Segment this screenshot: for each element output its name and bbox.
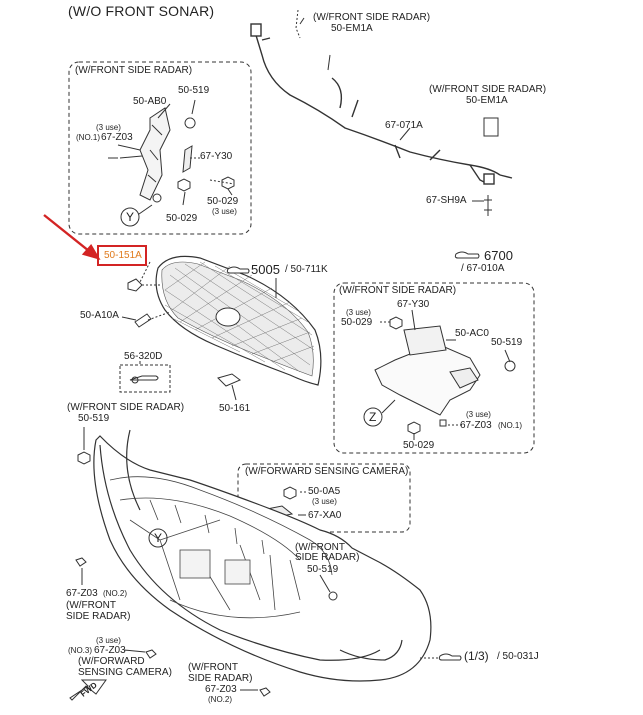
tag-no2-left: (NO.2)	[103, 589, 127, 598]
part-50-029-tl[interactable]: 50-029	[166, 213, 198, 224]
tag-no1-tl: (NO.1)	[76, 133, 100, 142]
bumper-cond-bottom-1: (W/FRONT	[188, 662, 238, 673]
bumper-cond-mid-1: (W/FRONT	[295, 542, 345, 553]
part-67-z03-bottom[interactable]: 67-Z03	[205, 684, 237, 695]
ref-67-010a[interactable]: / 67-010A	[461, 263, 505, 274]
radar-bracket-tl	[108, 107, 235, 203]
em1a-module	[483, 117, 499, 137]
bumper-cond-left: (W/FRONT SIDE RADAR)	[67, 402, 185, 413]
part-50-161[interactable]: 50-161	[219, 403, 251, 414]
front-bumper	[93, 429, 432, 682]
part-50-029-tl-right[interactable]: 50-029	[207, 196, 239, 207]
qty-3use-tl: (3 use)	[96, 123, 121, 132]
part-67-y30-tl[interactable]: 67-Y30	[200, 151, 233, 162]
qty-3use-camera: (3 use)	[312, 497, 337, 506]
part-50-029-mid-top[interactable]: 50-029	[341, 317, 373, 328]
panel-56-320d	[119, 364, 171, 393]
ref-50-031j[interactable]: / 50-031J	[497, 651, 539, 662]
grille-emblem	[215, 307, 241, 327]
part-67-z03-tl[interactable]: 67-Z03	[101, 132, 133, 143]
radar-bracket-mid	[374, 316, 516, 435]
part-67-xa0[interactable]: 67-XA0	[308, 510, 342, 521]
part-67-z03-mid[interactable]: 67-Z03	[460, 420, 492, 431]
part-50-0a5[interactable]: 50-0A5	[308, 486, 341, 497]
marker-z-mid	[363, 407, 383, 427]
bumper-reinforcement	[109, 476, 333, 619]
radar-harness	[250, 23, 513, 185]
ref-1-3[interactable]: (1/3)	[464, 649, 489, 663]
ref-5005[interactable]: 5005	[251, 262, 280, 277]
harness-cond-top: (W/FRONT SIDE RADAR)	[313, 12, 431, 23]
panel-front-side-radar-mid	[333, 282, 535, 454]
bumper-cond-no3-2: SENSING CAMERA)	[78, 667, 172, 678]
ref-50-711k[interactable]: / 50-711K	[285, 264, 328, 275]
panel-header-tl: (W/FRONT SIDE RADAR)	[75, 65, 193, 76]
part-67-sh9a[interactable]: 67-SH9A	[426, 195, 467, 206]
marker-z-mid-label: Z	[369, 410, 377, 424]
marker-y-bumper	[148, 528, 168, 548]
part-50-a10a[interactable]: 50-A10A	[80, 310, 119, 321]
bumper-cond-no2-2: SIDE RADAR)	[66, 611, 131, 622]
part-50-em1a-top[interactable]: 50-EM1A	[331, 23, 373, 34]
highlight-frame	[97, 245, 147, 266]
tag-no1-mid: (NO.1)	[498, 421, 522, 430]
panel-front-side-radar-tl	[68, 61, 252, 235]
qty-3use-no3: (3 use)	[96, 636, 121, 645]
part-50-519-left[interactable]: 50-519	[78, 413, 110, 424]
part-67-z03-no3[interactable]: 67-Z03	[94, 645, 126, 656]
bumper-cond-mid-2: SIDE RADAR)	[295, 552, 360, 563]
marker-y-bumper-label: Y	[154, 531, 163, 545]
part-50-ac0[interactable]: 50-AC0	[455, 328, 489, 339]
qty-3use-tl-right: (3 use)	[212, 207, 237, 216]
part-50-029-mid[interactable]: 50-029	[403, 440, 435, 451]
tag-no2-bottom: (NO.2)	[208, 695, 232, 704]
part-50-ab0[interactable]: 50-AB0	[133, 96, 167, 107]
qty-3use-mid-bottom: (3 use)	[466, 410, 491, 419]
bumper-cond-no2-1: (W/FRONT	[66, 600, 116, 611]
tag-no3: (NO.3)	[68, 646, 92, 655]
ref-6700[interactable]: 6700	[484, 248, 513, 263]
panel-header-mid: (W/FRONT SIDE RADAR)	[339, 285, 457, 296]
page-title: (W/O FRONT SONAR)	[68, 3, 215, 19]
part-67-y30-mid[interactable]: 67-Y30	[397, 299, 430, 310]
part-50-519-mid[interactable]: 50-519	[491, 337, 523, 348]
part-50-151a-highlighted[interactable]: 50-151A	[104, 250, 142, 261]
callout-arrow-icon	[43, 214, 101, 260]
part-50-519-tl[interactable]: 50-519	[178, 85, 210, 96]
part-50-519-mid-bumper[interactable]: 50-519	[307, 564, 339, 575]
marker-y-tl-label: Y	[126, 210, 135, 224]
fwd-arrow-icon	[69, 679, 107, 701]
qty-3use-mid: (3 use)	[346, 308, 371, 317]
bumper-cond-bottom-2: SIDE RADAR)	[188, 673, 253, 684]
bumper-cond-no3-1: (W/FORWARD	[78, 656, 145, 667]
part-67-071a[interactable]: 67-071A	[385, 120, 423, 131]
part-56-320d[interactable]: 56-320D	[124, 351, 163, 362]
part-50-em1a-right[interactable]: 50-EM1A	[466, 95, 508, 106]
part-67-z03-no2-left[interactable]: 67-Z03	[66, 588, 98, 599]
marker-y-tl	[120, 207, 140, 227]
harness-cond-right: (W/FRONT SIDE RADAR)	[429, 84, 547, 95]
panel-header-camera: (W/FORWARD SENSING CAMERA)	[245, 466, 409, 477]
